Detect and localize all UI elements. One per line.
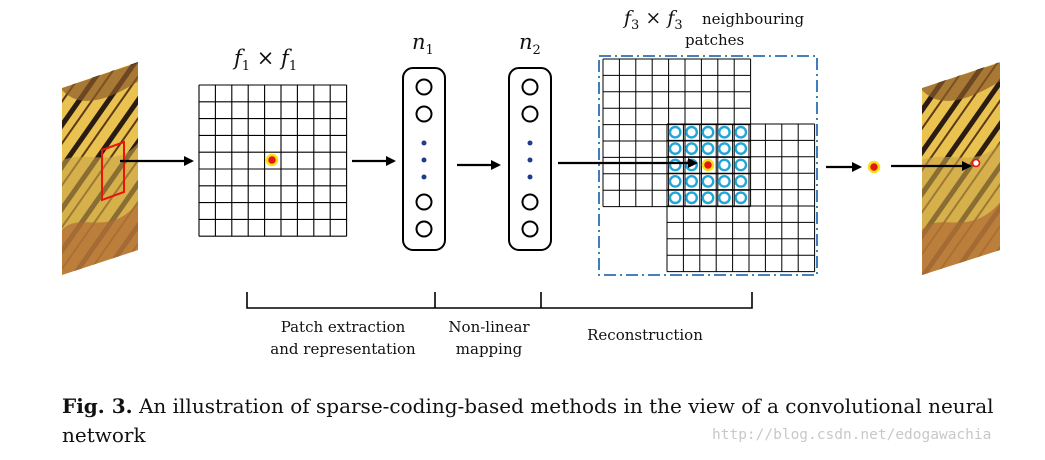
patch-center-dot xyxy=(265,153,279,167)
neighbour-circle xyxy=(701,125,715,139)
neighbour-circle xyxy=(701,191,715,205)
neighbour-circle xyxy=(685,142,698,156)
neighbour-circle xyxy=(685,158,698,172)
neighbour-circle xyxy=(734,142,748,156)
center-patch-dot xyxy=(701,158,715,172)
neighbour-circle xyxy=(668,191,682,205)
input-patch-box xyxy=(101,140,125,202)
stage-label-reconstruction: Reconstruction xyxy=(587,326,703,344)
output-image xyxy=(922,62,1000,275)
stage-brackets xyxy=(246,292,753,309)
neighbour-circle xyxy=(718,191,731,205)
neighbour-circle xyxy=(685,191,698,205)
feature-grid xyxy=(198,84,348,237)
label-f1xf1: f1 × f1 xyxy=(234,46,298,75)
neighbour-circle xyxy=(718,174,731,188)
label-n2: n2 xyxy=(519,30,541,59)
label-patches: patches xyxy=(685,31,745,49)
neighbour-circle xyxy=(668,142,682,156)
neighbour-circle xyxy=(734,174,748,188)
label-f3xf3: f3 × f3 xyxy=(624,7,683,33)
neighbour-circle xyxy=(668,158,682,172)
caption-bold: Fig. 3. xyxy=(62,394,133,418)
neighbour-circle xyxy=(734,125,748,139)
neighbour-circle xyxy=(701,142,715,156)
stage-label-non-linear: Non-linear mapping xyxy=(448,318,530,358)
figure-caption: Fig. 3. An illustration of sparse-coding… xyxy=(62,392,1012,450)
neighbour-circle xyxy=(734,158,748,172)
n1-vector xyxy=(402,67,446,251)
reconstruction-grid-lower xyxy=(666,123,816,273)
neighbour-circle xyxy=(685,125,698,139)
n2-vector xyxy=(508,67,552,251)
input-image xyxy=(62,62,138,275)
caption-text: An illustration of sparse-coding-based m… xyxy=(62,394,994,447)
output-pixel xyxy=(971,158,981,168)
arrows xyxy=(120,156,972,172)
label-neighbouring: neighbouring xyxy=(702,10,805,28)
neighbour-circle xyxy=(668,125,682,139)
neighbour-circle xyxy=(718,125,731,139)
neighbour-circle xyxy=(734,191,748,205)
stage-label-patch-extraction: Patch extraction and representation xyxy=(270,318,416,358)
output-pixel-dot xyxy=(867,160,881,174)
reconstruction-dashed-box xyxy=(598,55,818,276)
neighbour-circle xyxy=(701,174,715,188)
neighbour-circle xyxy=(668,174,682,188)
neighbour-circle xyxy=(718,142,731,156)
neighbour-circle xyxy=(685,174,698,188)
label-n1: n1 xyxy=(412,30,434,59)
reconstruction-grid-upper xyxy=(602,58,752,208)
neighbour-circle xyxy=(718,158,731,172)
neighbour-circles xyxy=(668,125,748,205)
watermark: http://blog.csdn.net/edogawachia xyxy=(712,427,992,443)
